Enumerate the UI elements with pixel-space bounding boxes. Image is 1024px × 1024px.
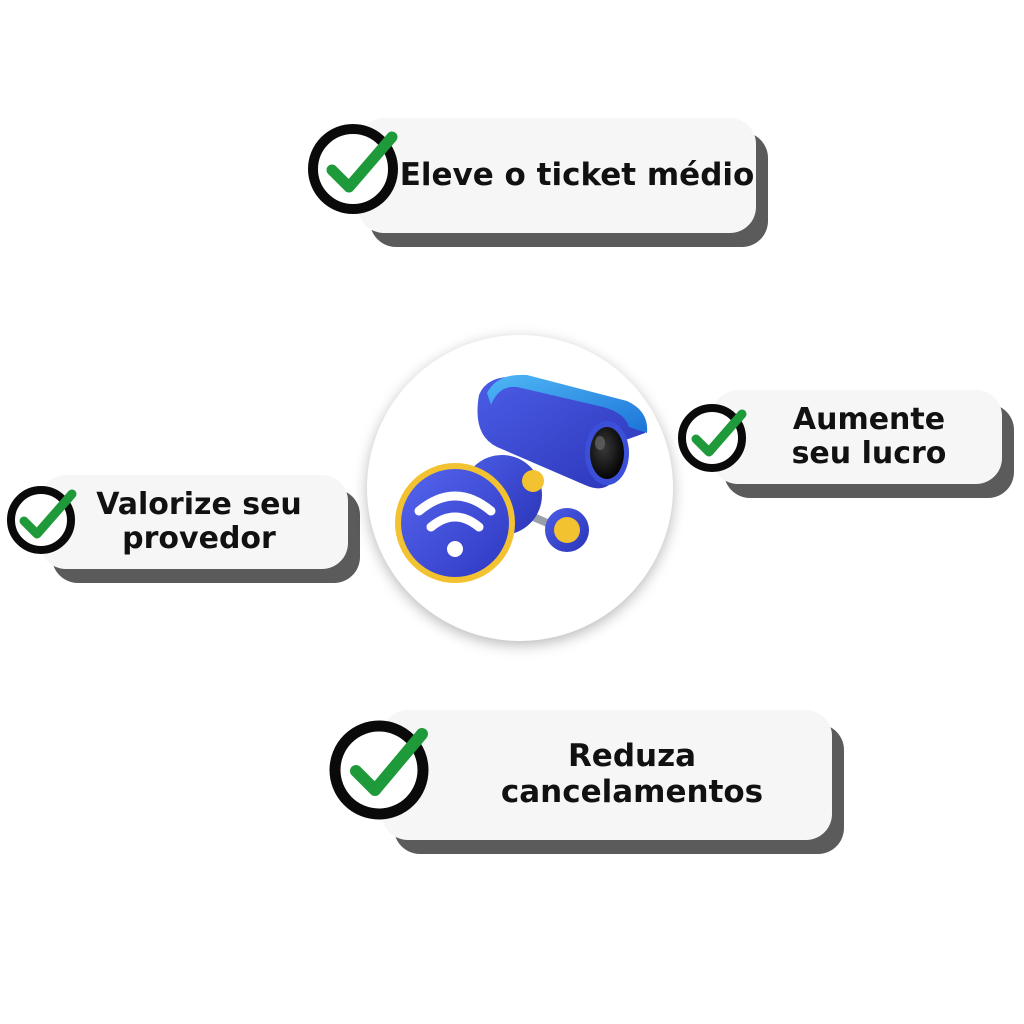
benefit-card-bottom: Reduza cancelamentos: [382, 710, 832, 840]
benefit-text-bottom: Reduza cancelamentos: [500, 738, 764, 810]
check-circle-icon: [308, 124, 398, 214]
check-circle-icon: [678, 404, 747, 472]
benefit-text-top: Eleve o ticket médio: [399, 156, 755, 193]
benefit-card-right: Aumente seu lucro: [712, 390, 1002, 484]
benefit-card-left: Valorize seu provedor: [40, 475, 348, 569]
check-circle-icon: [329, 720, 429, 820]
benefit-card-top: Eleve o ticket médio: [358, 118, 756, 233]
security-camera-wifi-icon: [395, 374, 648, 583]
benefit-text-left: Valorize seu provedor: [96, 486, 302, 556]
check-circle-icon: [7, 486, 77, 554]
benefit-text-right: Aumente seu lucro: [791, 401, 947, 471]
